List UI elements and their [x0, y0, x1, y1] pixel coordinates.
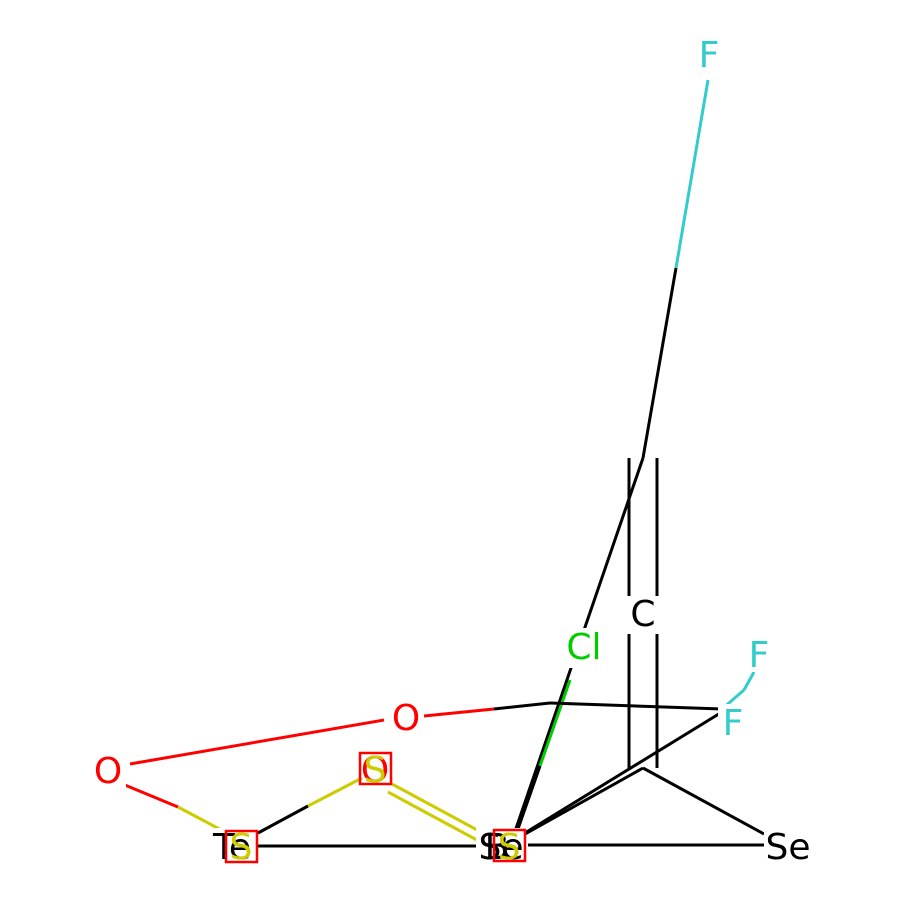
atom-cl: Cl [566, 627, 601, 668]
atom-f-top: F [699, 35, 720, 76]
bond-te-s-mid-b [307, 776, 363, 808]
label-backdrops [90, 36, 812, 864]
highlight-box-right [492, 828, 527, 863]
bond-o-center-a [423, 707, 495, 718]
atom-o-left: O [94, 751, 122, 792]
bond-f-stub-b [742, 671, 756, 691]
highlight-boxes [224, 751, 527, 864]
atom-s-box-left: S [230, 827, 253, 868]
bond-o-s-left-a [124, 783, 179, 809]
bond-cl-b-upper [538, 679, 572, 767]
atom-s-box-right: S [498, 827, 521, 868]
atom-s-box-mid: S [364, 750, 387, 791]
bond-c-f-right [549, 701, 723, 711]
bond-b-f-right [519, 710, 723, 838]
bonds [124, 79, 765, 848]
atom-labels: F C Cl F F O O O S Te S B Se S Se [94, 35, 811, 868]
bond-o-s-left-b [177, 805, 226, 834]
bond-c-top-upper [641, 267, 678, 459]
bond-s-s-a [391, 782, 493, 840]
atom-f-right-a: F [749, 635, 770, 676]
bond-o-center-b [493, 701, 551, 711]
highlight-box-left [224, 829, 259, 864]
atom-o-center: O [392, 698, 420, 739]
bond-f-c-top [674, 79, 710, 269]
bond-s-s-b [387, 790, 489, 848]
bond-te-s-mid-a [257, 804, 309, 835]
atom-f-right-b: F [723, 703, 744, 744]
atom-c-mid: C [630, 594, 655, 635]
bond-c-lower-se [642, 766, 765, 836]
bond-o-o [129, 718, 385, 766]
atom-se-right: Se [766, 827, 811, 868]
bond-b-c-lower [517, 766, 644, 840]
highlight-box-mid [358, 751, 393, 786]
